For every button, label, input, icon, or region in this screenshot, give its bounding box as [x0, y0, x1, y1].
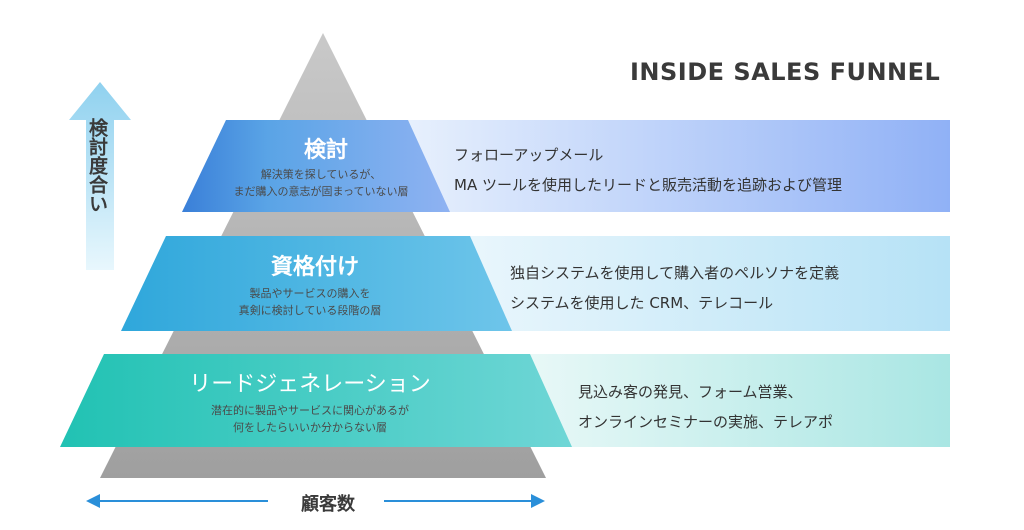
- band-3-subtitle: 潜在的に製品やサービスに関心があるが 何をしたらいいか分からない層: [150, 402, 470, 436]
- band-1-desc-bg: [408, 120, 950, 212]
- diagram-title: INSIDE SALES FUNNEL: [630, 58, 941, 86]
- band-3-description: 見込み客の発見、フォーム営業、 オンラインセミナーの実施、テレアポ: [578, 377, 943, 437]
- band-1-desc-line-2: MA ツールを使用したリードと販売活動を追跡および管理: [454, 176, 842, 194]
- band-1-subtitle: 解決策を探しているが、 まだ購入の意志が固まっていない層: [196, 166, 446, 200]
- band-1-subtitle-line-2: まだ購入の意志が固まっていない層: [233, 185, 409, 198]
- band-3-desc-line-1: 見込み客の発見、フォーム営業、: [578, 383, 803, 401]
- band-1-description: フォローアップメール MA ツールを使用したリードと販売活動を追跡および管理: [454, 140, 934, 200]
- band-3-subtitle-line-1: 潜在的に製品やサービスに関心があるが: [211, 404, 409, 417]
- band-2-subtitle-line-1: 製品やサービスの購入を: [249, 287, 371, 300]
- arrow-left-head-icon: [86, 494, 100, 508]
- band-2-subtitle-line-2: 真剣に検討している段階の層: [238, 304, 382, 317]
- band-3-trapezoid: [60, 354, 572, 447]
- band-3-desc-line-2: オンラインセミナーの実施、テレアポ: [578, 413, 834, 431]
- band-1-desc-line-1: フォローアップメール: [454, 146, 604, 164]
- band-2-subtitle: 製品やサービスの購入を 真剣に検討している段階の層: [170, 285, 450, 319]
- band-2-trapezoid: [121, 236, 512, 331]
- up-arrow-icon: [69, 82, 131, 270]
- bottom-axis-label: 顧客数: [272, 490, 384, 516]
- band-2-desc-bg: [470, 236, 950, 331]
- band-3-title: リードジェネレーション: [189, 372, 431, 397]
- left-axis-label: 検討度合い: [86, 118, 108, 213]
- band-2-title: 資格付け: [270, 255, 359, 280]
- band-2-desc-line-1: 独自システムを使用して購入者のペルソナを定義: [510, 264, 840, 282]
- arrow-right-head-icon: [531, 494, 545, 508]
- band-2-description: 独自システムを使用して購入者のペルソナを定義 システムを使用した CRM、テレコ…: [510, 258, 940, 318]
- band-3-desc-bg: [530, 354, 950, 447]
- band-1-trapezoid: [182, 120, 450, 212]
- band-1-title: 検討: [303, 138, 348, 163]
- band-2-desc-line-2: システムを使用した CRM、テレコール: [510, 294, 774, 312]
- band-1-subtitle-line-1: 解決策を探しているが、: [260, 168, 382, 181]
- band-3-subtitle-line-2: 何をしたらいいか分からない層: [233, 421, 387, 434]
